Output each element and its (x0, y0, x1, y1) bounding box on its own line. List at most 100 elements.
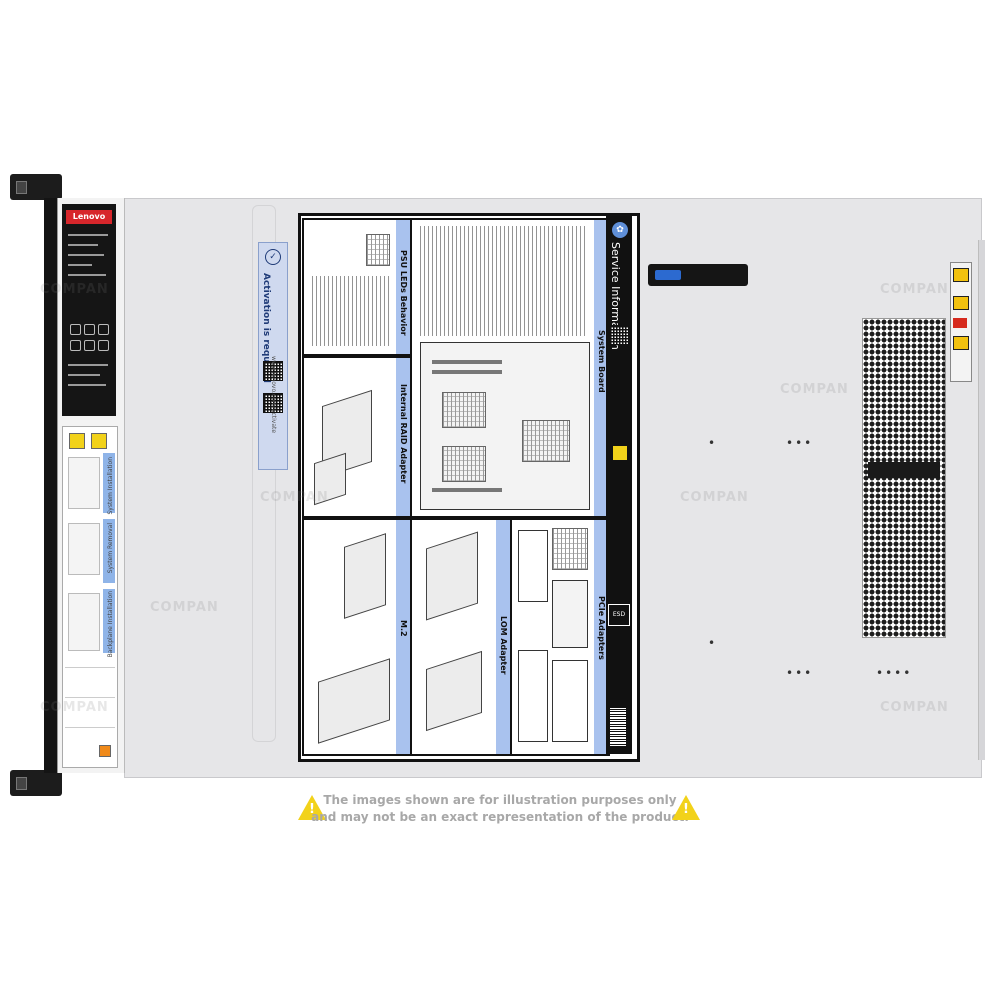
caution-icon (69, 433, 85, 449)
dimm-slots (432, 370, 502, 374)
panel-header (496, 520, 510, 754)
activation-label: ✓ Activation is required (258, 242, 288, 470)
panel-title: LOM Adapter (499, 616, 508, 675)
server-chassis: Lenovo System Installation System Remova… (10, 174, 985, 796)
qr-code-icon (263, 361, 283, 381)
sticker-text-line (68, 274, 106, 276)
panel-m2: M.2 (302, 518, 412, 756)
panel-pcie-adapters: PCIe Adapters (510, 518, 610, 756)
certification-icon (98, 340, 109, 351)
warning-triangle-icon: ! (672, 795, 700, 820)
activation-url: www.lenovo.com/activate (270, 356, 277, 434)
cpu-socket (442, 446, 486, 482)
panel-header (396, 520, 410, 754)
ear-notch (16, 181, 27, 194)
sticker-text-line (68, 264, 92, 266)
vent-holes: • (708, 636, 718, 650)
sticker-text-line (68, 244, 98, 246)
panel-header (396, 220, 410, 354)
panel-header (594, 520, 608, 754)
dimm-slots (432, 360, 502, 364)
label-row (65, 667, 115, 668)
warning-triangle-icon: ! (298, 795, 326, 820)
diagram-sketch (68, 593, 100, 651)
hot-surface-icon (953, 318, 967, 328)
lenovo-logo: Lenovo (66, 210, 112, 224)
disclaimer-line-2: and may not be an exact representation o… (311, 810, 689, 824)
lid-seam (252, 205, 276, 742)
vent-holes: ••• (786, 666, 814, 680)
disclaimer-text: The images shown are for illustration pu… (300, 792, 700, 826)
lenovo-sticker: Lenovo (62, 204, 116, 416)
watermark: COMPAN (880, 282, 949, 297)
sticker-text-line (68, 374, 100, 376)
diagram-sketch (68, 457, 100, 509)
watermark: COMPAN (880, 700, 949, 715)
certification-icon (70, 340, 81, 351)
vent-holes: ••• (786, 436, 814, 450)
pcie-slot-table (518, 530, 548, 602)
status-icon (99, 745, 111, 757)
watermark: COMPAN (780, 382, 849, 397)
esd-icon: ESD (608, 604, 630, 626)
m2-sketch (344, 533, 386, 619)
activation-title: Activation is required (261, 273, 271, 383)
diagram-sketch (68, 523, 100, 575)
ear-notch (16, 777, 27, 790)
watermark: COMPAN (260, 490, 329, 505)
panel-psu-leds: PSU LEDs Behavior (302, 218, 412, 356)
service-title-line1: Service (609, 242, 622, 283)
sticker-text-line (68, 364, 108, 366)
sticker-text-line (68, 254, 104, 256)
certification-icon (98, 324, 109, 335)
installation-label: System Installation System Removal Backp… (62, 426, 118, 768)
label-section-title: System Removal (107, 523, 114, 574)
latch-button[interactable] (655, 270, 681, 280)
panel-title: PSU LEDs Behavior (399, 250, 408, 336)
riser-diagram (552, 580, 588, 648)
m2-sketch (318, 658, 390, 744)
led-table (312, 276, 392, 346)
lenovo-service-logo-icon: ✿ (612, 222, 628, 238)
rack-ear-top (10, 174, 62, 200)
rack-ear-bottom (10, 770, 62, 796)
caution-icon (612, 445, 628, 461)
qr-code-icon (263, 393, 283, 413)
pcie-slot-table (552, 660, 588, 742)
pcie-slot-table (518, 650, 548, 742)
warning-icon (91, 433, 107, 449)
chipset (522, 420, 570, 462)
panel-internal-raid: Internal RAID Adapter (302, 356, 412, 518)
section-header (103, 589, 115, 653)
psu-diagram (366, 234, 390, 266)
panel-header (594, 220, 608, 516)
warning-icon (953, 296, 969, 310)
section-header (103, 453, 115, 513)
watermark: COMPAN (40, 700, 109, 715)
lom-sketch (426, 531, 478, 621)
panel-title: Internal RAID Adapter (399, 384, 408, 484)
panel-lom-adapter: LOM Adapter (410, 518, 512, 756)
grille-divider (868, 462, 940, 478)
panel-title: M.2 (399, 620, 408, 637)
watermark: COMPAN (40, 282, 109, 297)
label-section-title: System Installation (107, 457, 114, 515)
label-row (65, 727, 115, 728)
dimm-slots (432, 488, 502, 492)
front-bezel (44, 198, 58, 773)
riser-diagram (552, 528, 588, 570)
qr-code-icon (609, 325, 629, 345)
panel-title: System Board (597, 330, 606, 393)
chassis-right-rail (978, 240, 985, 760)
sticker-text-line (68, 234, 108, 236)
label-section-title: Backplane Installation (107, 591, 114, 658)
service-card-header (606, 216, 632, 754)
sticker-text-line (68, 384, 106, 386)
cover-release-latch[interactable] (648, 264, 748, 286)
watermark: COMPAN (150, 600, 219, 615)
warning-icon (953, 268, 969, 282)
vent-holes: • (708, 436, 718, 450)
cpu-socket (442, 392, 486, 428)
ventilation-grille (862, 318, 946, 638)
activation-icon: ✓ (265, 249, 281, 265)
